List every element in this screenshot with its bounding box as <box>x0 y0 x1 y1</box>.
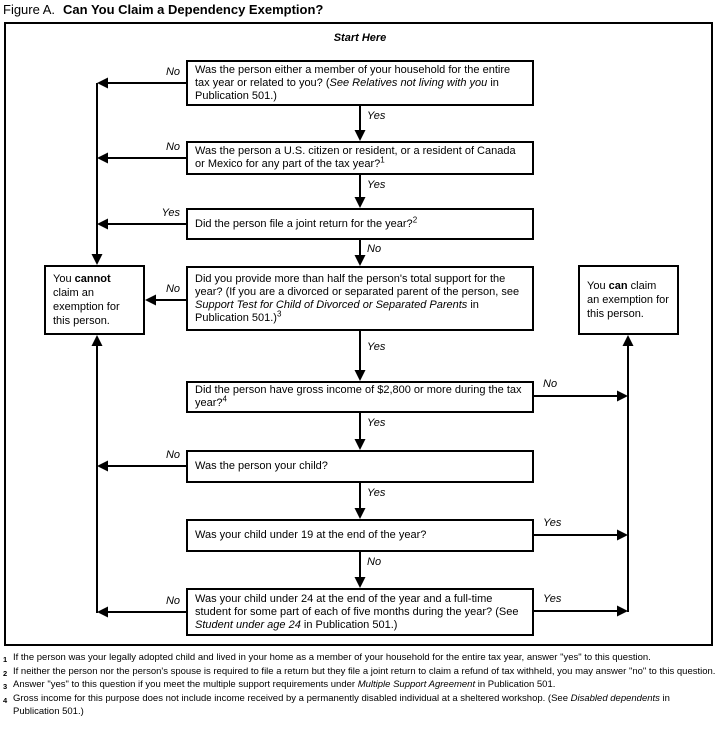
arrowhead-q8-yes <box>617 605 628 617</box>
footnote-3-text: Answer "yes" to this question if you mee… <box>13 679 556 690</box>
question-box-under-19: Was your child under 19 at the end of th… <box>186 519 534 552</box>
arrowhead-q3-yes <box>97 218 108 230</box>
question-box-under-24-student: Was your child under 24 at the end of th… <box>186 588 534 636</box>
arrowhead-q4-yes <box>354 370 366 381</box>
footnote-1-text: If the person was your legally adopted c… <box>13 652 651 663</box>
arrowhead-q1-no <box>97 77 108 89</box>
arrowhead-into-cannot-top <box>91 254 103 265</box>
edge-label-q5-yes: Yes <box>367 417 386 429</box>
footnote-3: 3 Answer "yes" to this question if you m… <box>2 678 718 692</box>
footnote-1-marker: 1 <box>3 655 8 664</box>
edge-label-q6-no: No <box>165 449 180 461</box>
arrowhead-q5-yes <box>354 439 366 450</box>
arrowhead-q1-yes <box>354 130 366 141</box>
figure-label: Figure A. <box>3 2 56 17</box>
figure-heading: Can You Claim a Dependency Exemption? <box>63 2 324 17</box>
question-text-citizen: Was the person a U.S. citizen or residen… <box>195 145 516 170</box>
arrowhead-q3-no <box>354 255 366 266</box>
question-box-support: Did you provide more than half the perso… <box>186 266 534 331</box>
cannot-claim-box: You cannot claim an exemption for this p… <box>44 265 145 335</box>
arrowhead-q8-no <box>97 606 108 618</box>
question-text-gross-income: Did the person have gross income of $2,8… <box>195 384 522 409</box>
footnote-4: 4 Gross income for this purpose does not… <box>2 692 718 719</box>
arrowhead-into-cannot-bottom <box>91 335 103 346</box>
arrowhead-q7-yes <box>617 529 628 541</box>
can-claim-text: You can claim an exemption for this pers… <box>587 280 669 320</box>
edge-label-q4-no: No <box>165 283 180 295</box>
arrowhead-q4-no <box>145 294 156 306</box>
arrowhead-q7-no <box>354 577 366 588</box>
start-here-label: Start Here <box>333 32 387 44</box>
footnote-2-text: If neither the person nor the person's s… <box>13 665 716 677</box>
edge-label-q2-yes: Yes <box>367 179 386 191</box>
arrowhead-into-can-bottom <box>622 335 634 346</box>
edge-label-q3-no: No <box>367 243 382 255</box>
edge-label-q4-yes: Yes <box>367 341 386 353</box>
question-box-joint-return: Did the person file a joint return for t… <box>186 208 534 240</box>
edge-label-q6-yes: Yes <box>367 487 386 499</box>
question-box-gross-income: Did the person have gross income of $2,8… <box>186 381 534 413</box>
footnote-4-text: Gross income for this purpose does not i… <box>13 692 670 718</box>
question-text-under-19: Was your child under 19 at the end of th… <box>195 529 427 541</box>
question-box-citizen: Was the person a U.S. citizen or residen… <box>186 141 534 175</box>
footnote-2-marker: 2 <box>3 668 8 678</box>
edge-label-q8-yes: Yes <box>543 593 562 605</box>
question-text-under-24-student: Was your child under 24 at the end of th… <box>195 592 519 631</box>
edge-label-q5-no: No <box>543 378 558 390</box>
footnote-3-marker: 3 <box>3 682 8 691</box>
edge-label-q1-yes: Yes <box>367 110 386 122</box>
edge-label-q1-no: No <box>165 66 180 78</box>
cannot-claim-text: You cannot claim an exemption for this p… <box>53 273 120 327</box>
question-text-support: Did you provide more than half the perso… <box>195 272 520 324</box>
edge-label-q2-no: No <box>165 141 180 153</box>
footnote-2: 2 If neither the person nor the person's… <box>2 665 718 679</box>
edge-label-q3-yes: Yes <box>161 207 180 219</box>
edge-label-q8-no: No <box>165 595 180 607</box>
footnotes: 1 If the person was your legally adopted… <box>2 651 718 719</box>
arrowhead-q6-no <box>97 460 108 472</box>
arrowhead-q2-no <box>97 152 108 164</box>
can-claim-box: You can claim an exemption for this pers… <box>578 265 679 335</box>
arrowhead-q6-yes <box>354 508 366 519</box>
question-box-household: Was the person either a member of your h… <box>186 60 534 106</box>
question-text-your-child: Was the person your child? <box>195 460 328 472</box>
question-box-your-child: Was the person your child? <box>186 450 534 483</box>
figure-title: Figure A. Can You Claim a Dependency Exem… <box>3 2 323 17</box>
arrowhead-q5-no <box>617 390 628 402</box>
arrowhead-q2-yes <box>354 197 366 208</box>
edge-label-q7-no: No <box>367 556 382 568</box>
edge-label-q7-yes: Yes <box>543 517 562 529</box>
footnote-1: 1 If the person was your legally adopted… <box>2 651 718 665</box>
question-text-household: Was the person either a member of your h… <box>195 63 511 102</box>
footnote-4-marker: 4 <box>3 695 8 705</box>
question-text-joint-return: Did the person file a joint return for t… <box>195 214 418 230</box>
